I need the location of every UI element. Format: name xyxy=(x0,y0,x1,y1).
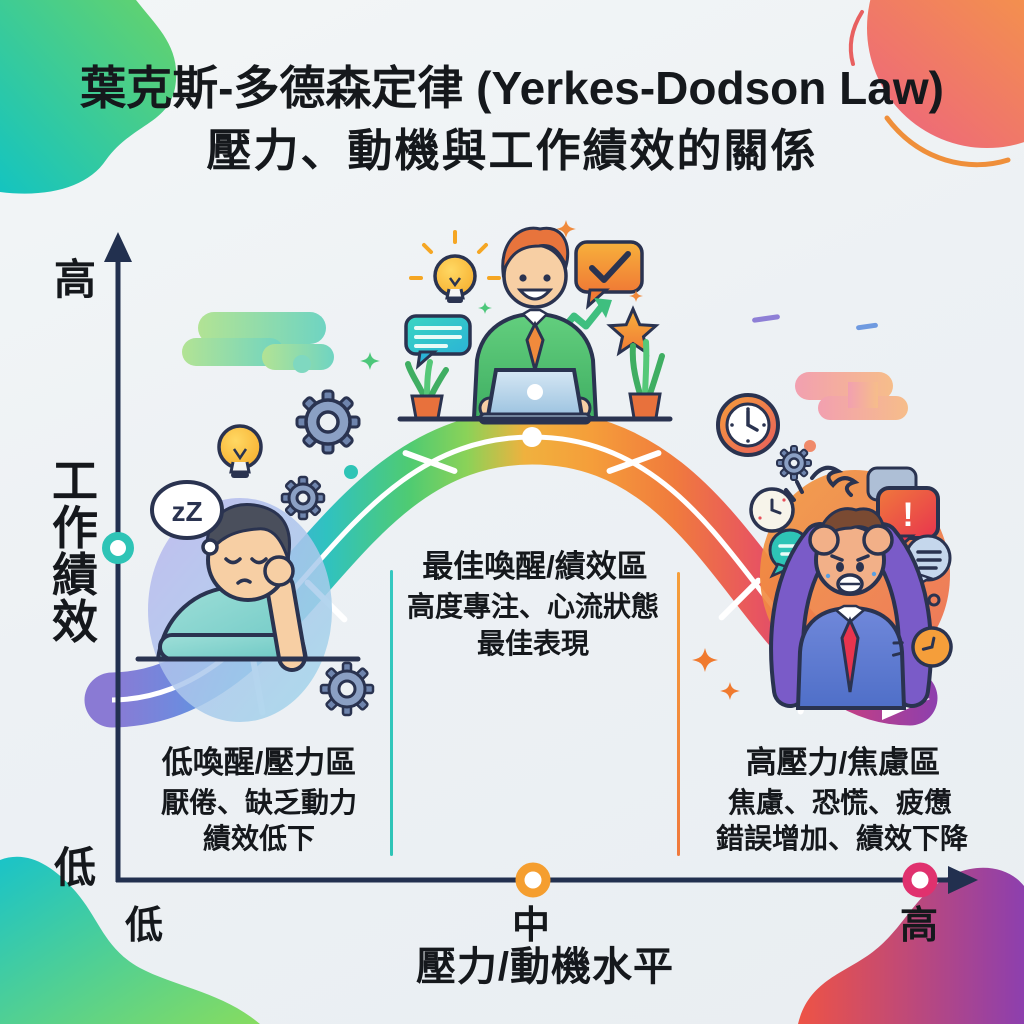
gear-icon xyxy=(280,475,326,521)
gear-icon xyxy=(319,661,375,717)
corner-blob-bottom-left xyxy=(0,856,260,1024)
sparkle-icon xyxy=(360,352,380,370)
y-axis-title-char: 績 xyxy=(52,548,98,601)
collar xyxy=(520,308,550,328)
dot-icon xyxy=(344,465,358,479)
alert-text: ! xyxy=(902,496,913,534)
eye xyxy=(836,562,844,572)
x-axis-marker-high xyxy=(902,862,938,898)
gear-icon xyxy=(776,445,812,481)
thought-bubble-tail xyxy=(201,538,219,556)
x-axis-arrow-icon xyxy=(948,866,978,894)
sparkle-icon xyxy=(720,682,740,700)
clock-icon xyxy=(891,626,953,668)
closed-eye xyxy=(250,557,268,565)
zone-low-title: 低喚醒/壓力區 xyxy=(161,745,357,780)
zone-divider-right xyxy=(677,572,680,856)
x-axis-title: 壓力/動機水平 xyxy=(415,945,675,989)
zone-low-line1: 厭倦、缺乏動力 xyxy=(160,787,358,818)
sad-mouth xyxy=(236,578,252,585)
zone-divider-left xyxy=(390,570,393,856)
sparkle-icon xyxy=(629,290,643,302)
laptop-logo xyxy=(527,384,543,400)
cloud-icon xyxy=(795,372,908,452)
page-subtitle: 壓力、動機與工作績效的關係 xyxy=(206,125,818,176)
zone-high-line1: 焦慮、恐慌、疲憊 xyxy=(727,787,953,818)
arm-right xyxy=(868,526,929,704)
corner-blob-top-left xyxy=(0,0,177,194)
corner-blob-bottom-right xyxy=(798,867,1024,1024)
x-tick-low: 低 xyxy=(124,905,164,947)
y-axis-marker-teal xyxy=(102,532,134,564)
lightbulb-rays-icon xyxy=(409,230,501,303)
y-axis-title: 工 作 績 效 xyxy=(40,458,110,646)
illustration-optimal xyxy=(397,220,673,425)
zone-optimal-title: 最佳喚醒/績效區 xyxy=(422,549,648,584)
alarm-clock-icon xyxy=(716,393,780,457)
cloud-icon xyxy=(182,312,334,373)
y-axis-arrow-icon xyxy=(104,232,132,262)
closed-eye xyxy=(224,557,242,565)
person-hair xyxy=(205,502,291,565)
smile-mouth xyxy=(516,288,554,301)
eye xyxy=(543,274,551,282)
corner-arc-top-right xyxy=(848,10,1011,168)
tie xyxy=(840,616,860,693)
x-tick-high: 高 xyxy=(899,905,939,947)
y-axis-bottom-label: 低 xyxy=(53,844,97,891)
x-tick-mid: 中 xyxy=(511,905,551,947)
speech-bubble-icon xyxy=(404,314,472,370)
illustration-low-arousal: zZ xyxy=(135,480,361,722)
checkmark-icon xyxy=(589,251,631,283)
eye xyxy=(519,274,527,282)
y-axis-top-label: 高 xyxy=(53,256,97,303)
eye xyxy=(856,562,864,572)
y-axis-title-char: 工 xyxy=(52,455,98,507)
worried-brow xyxy=(830,554,844,562)
plant-pot-icon xyxy=(405,359,449,420)
hand-left xyxy=(808,524,840,556)
sweat-drop xyxy=(825,573,831,579)
thought-bubble xyxy=(150,480,224,540)
person-hand xyxy=(263,555,295,587)
sparkle-icon xyxy=(556,220,576,238)
sleep-text: zZ xyxy=(171,496,202,527)
hand-right xyxy=(862,524,894,556)
gear-icon xyxy=(295,389,361,455)
sweat-drop xyxy=(871,571,877,577)
person-optimal xyxy=(471,226,599,425)
sparkle-icon xyxy=(478,302,492,314)
person-stressed xyxy=(769,507,933,710)
zone-optimal-line1: 高度專注、心流狀態 xyxy=(406,591,660,622)
clock-icon xyxy=(749,487,795,533)
ambient-left-icons xyxy=(182,312,380,717)
x-axis-marker-mid xyxy=(515,862,551,898)
lightbulb-icon xyxy=(217,424,263,478)
zone-low-line2: 績效低下 xyxy=(202,823,316,854)
person-hair xyxy=(501,226,570,273)
sparkle-icon xyxy=(692,648,718,672)
dot-icon xyxy=(927,593,941,607)
collar xyxy=(833,604,867,624)
zone-optimal-line2: 最佳表現 xyxy=(476,628,590,659)
y-axis-title-char: 效 xyxy=(52,595,98,648)
y-axis-title-char: 作 xyxy=(52,501,98,554)
zone-high-line2: 錯誤增加、績效下降 xyxy=(715,823,969,854)
arm-left xyxy=(773,526,834,704)
curve-apex-dot xyxy=(522,427,542,447)
person-forearm xyxy=(269,576,303,668)
dot-icon xyxy=(804,440,816,452)
scribble-icon xyxy=(810,465,860,497)
page-title: 葉克斯-多德森定律 (Yerkes-Dodson Law) xyxy=(80,62,944,114)
zone-high-title: 高壓力/焦慮區 xyxy=(745,745,941,780)
worried-brow xyxy=(856,554,870,562)
illustration-high-stress: ! xyxy=(692,372,953,710)
check-bubble-icon xyxy=(574,240,644,310)
